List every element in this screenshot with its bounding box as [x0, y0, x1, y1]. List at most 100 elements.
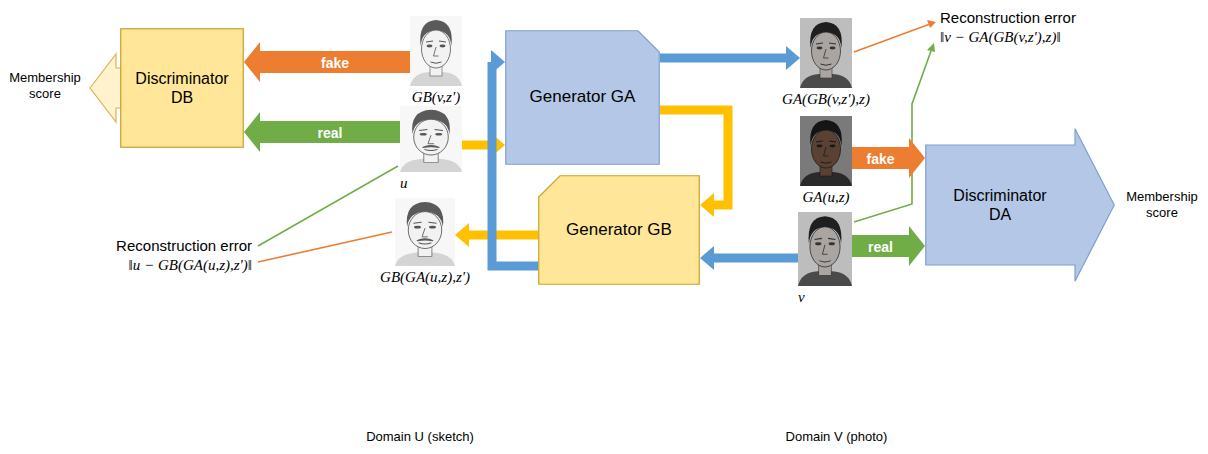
face-eye — [829, 242, 835, 245]
leader-arrowhead — [927, 20, 936, 28]
face-eye — [440, 45, 446, 48]
flow-arrow — [244, 112, 400, 152]
domain-label: Domain V (photo) — [755, 428, 918, 445]
photo-face: GA(u,z) — [800, 116, 852, 186]
face-picture — [798, 212, 852, 286]
arrow-shaft — [852, 147, 909, 169]
shape-outline — [120, 28, 244, 148]
face-hair — [412, 110, 450, 135]
face-brows — [413, 222, 436, 224]
discriminator-box: Discriminator DB — [120, 28, 244, 148]
arrow-head — [244, 112, 260, 152]
arrow-head — [909, 138, 925, 178]
photo-face: v — [798, 212, 852, 286]
leader-line — [854, 51, 931, 222]
domain-panel: Domain U (sketch)GB(v,z')uGB(GA(u,z),z') — [340, 8, 500, 450]
flow-arrow — [852, 138, 925, 178]
leader-line — [854, 24, 930, 52]
face-nose — [824, 49, 829, 58]
flow-arrow — [700, 246, 798, 270]
error-heading-holder: Reconstruction error — [116, 237, 252, 255]
arrow-head — [909, 226, 925, 266]
face-nose — [434, 47, 439, 56]
box-text-holder: Generator GA — [505, 30, 660, 165]
face-eye — [817, 47, 823, 50]
arrow-head — [244, 42, 260, 82]
error-heading: Reconstruction error — [940, 9, 1076, 27]
panel-shape — [340, 8, 500, 450]
leader-line — [258, 232, 392, 262]
face-mustache — [423, 146, 440, 148]
face-background — [410, 16, 462, 86]
generator-shape — [506, 31, 660, 165]
discriminator-shape — [926, 129, 1115, 282]
face-hair — [420, 20, 452, 46]
sketch-face: u — [400, 106, 462, 172]
arrow-shaft — [462, 141, 491, 150]
face-brows — [816, 141, 836, 142]
face-brows — [426, 41, 446, 42]
face-background — [800, 18, 852, 88]
face-picture — [800, 18, 852, 88]
leader-arrowhead — [927, 43, 935, 52]
box-text-holder: Discriminator DB — [120, 28, 244, 148]
face-picture — [400, 106, 462, 172]
caption-text: u — [400, 175, 408, 191]
face-outline — [810, 227, 840, 267]
output-arrow — [90, 54, 121, 122]
face-picture — [800, 116, 852, 186]
face-outline — [414, 119, 449, 155]
edge-label: fake — [319, 55, 351, 71]
error-formula: ‖u − GB(GA(u,z),z')‖ — [129, 256, 252, 274]
generator-name: Generator GB — [566, 220, 672, 240]
arrow-head — [491, 50, 505, 74]
caption-text: v — [798, 289, 805, 305]
caption-text: GB(v,z') — [412, 89, 460, 105]
face-background — [800, 116, 852, 186]
arrow-shaft — [469, 231, 538, 240]
sketch-face: GB(GA(u,z),z') — [395, 198, 455, 266]
face-hair — [407, 202, 443, 227]
arrow-shaft — [260, 51, 410, 73]
output-label: Membership score — [1120, 189, 1204, 220]
domain-label: Domain U (sketch) — [340, 428, 500, 445]
face-mouth — [424, 149, 437, 150]
face-picture — [395, 198, 455, 266]
arrow-head — [455, 223, 469, 247]
generator-shape — [539, 176, 700, 285]
face-eye — [427, 45, 433, 48]
shape-outline — [925, 128, 1115, 282]
error-heading-holder: Reconstruction error — [940, 9, 1076, 27]
face-eye — [429, 226, 436, 229]
face-mouth — [419, 243, 432, 244]
face-nose — [822, 245, 827, 255]
discriminator-arrow: Discriminator DA — [925, 128, 1115, 282]
face-mouth — [431, 62, 442, 63]
face-nose — [422, 228, 428, 237]
face-background — [400, 106, 462, 172]
output-label-holder: Membership score — [1120, 189, 1204, 220]
flow-arrow — [852, 226, 925, 266]
caption-text: GB(GA(u,z),z') — [380, 269, 470, 285]
face-outline — [812, 32, 841, 70]
arrow-shaft — [660, 54, 786, 63]
face-eye — [420, 133, 427, 136]
caption-text: GA(GB(v,z'),z) — [782, 91, 870, 107]
face-outline — [422, 30, 451, 68]
panel-label-holder: Domain U (sketch) — [340, 428, 500, 445]
edge-label: fake — [864, 151, 896, 167]
face-background — [395, 198, 455, 266]
generator-box: Generator GA — [505, 30, 660, 165]
flow-arrow — [462, 133, 505, 157]
discriminator-name: Discriminator DB — [128, 69, 236, 107]
face-mouth — [819, 261, 830, 262]
arrow-head — [700, 246, 714, 270]
flow-arrow — [660, 46, 800, 70]
generator-box: Generator GB — [538, 175, 700, 285]
output-label: Membership score — [6, 70, 84, 101]
face-hair — [809, 216, 842, 243]
box-text-holder: Discriminator DA — [925, 145, 1075, 265]
flow-arrow — [244, 42, 410, 82]
box-text-holder: Generator GB — [538, 175, 700, 285]
